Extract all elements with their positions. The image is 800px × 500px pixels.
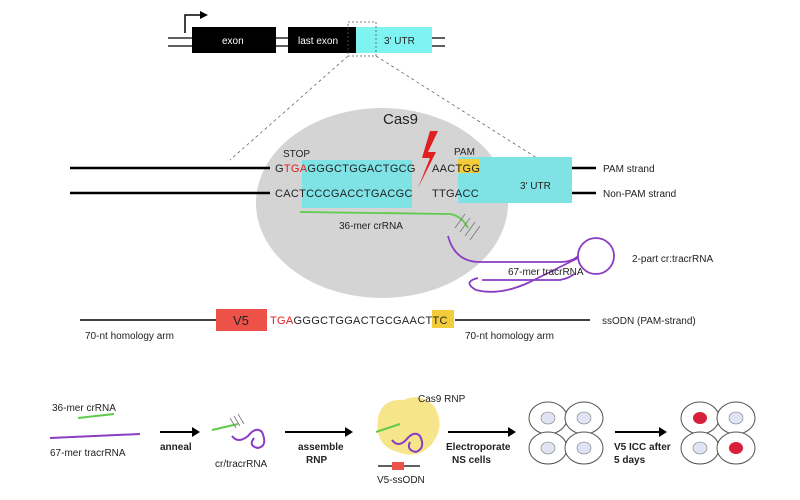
wf-annealed-crrna — [211, 423, 239, 431]
ssodn-seq: TGAGGGCTGGACTGCGAACTTC — [270, 315, 448, 327]
wf-tracr-label: 67-mer tracrRNA — [50, 448, 126, 459]
wf-cr-tracr-label: cr/tracrRNA — [215, 459, 268, 470]
wf-cells-before — [528, 401, 604, 465]
wf-crrna-label: 36-mer crRNA — [52, 403, 116, 414]
exon-label: exon — [222, 36, 244, 47]
wf-rnp-label: Cas9 RNP — [418, 394, 466, 405]
ssodn-ttc-highlight — [432, 310, 454, 328]
tracrrna-tail — [468, 257, 579, 293]
ssodn-ttc: TTC — [425, 315, 447, 327]
ssodn-stop-codon: TGA — [270, 315, 294, 327]
wf-tracr-line — [49, 433, 141, 439]
wf-assemble-2: RNP — [306, 455, 327, 466]
cas9-label: Cas9 — [383, 111, 418, 128]
wf-assemble-1: assemble — [298, 442, 344, 453]
tracrrna-hairpin-1 — [577, 237, 615, 275]
wf-anneal-label: anneal — [160, 442, 192, 453]
ssodn-label: ssODN (PAM-strand) — [602, 316, 696, 327]
utr-box — [356, 27, 432, 53]
gene-schematic: exon last exon 3' UTR — [168, 11, 445, 57]
protospacer-box — [302, 160, 412, 208]
seq-g: G — [275, 163, 284, 175]
promoter-arrow — [184, 14, 202, 33]
crrna-label: 36-mer crRNA — [339, 221, 403, 232]
wf-crrna-line — [77, 413, 115, 419]
seq-stop-codon: TGA — [284, 163, 308, 175]
wf-rnp-crrna — [375, 423, 401, 433]
right-homology-arm-label: 70-nt homology arm — [465, 331, 554, 342]
crrna-strand — [299, 211, 469, 229]
wf-arrowhead-1 — [192, 427, 200, 437]
pam-strand-seq-left: GTGAGGGCTGGACTGCG — [275, 163, 416, 175]
left-homology-arm-label: 70-nt homology arm — [85, 331, 174, 342]
wf-annealed-tracr — [231, 428, 266, 450]
exon-box — [192, 27, 276, 53]
wf-ssodn-v5 — [392, 462, 404, 470]
pam-label: PAM — [454, 147, 475, 158]
tracrrna-hairpin-2 — [482, 273, 575, 281]
wf-ssodn-label: V5-ssODN — [377, 475, 425, 486]
pam-strand-label: PAM strand — [603, 164, 655, 175]
cut-site-bolt-icon — [418, 131, 438, 188]
seq-pam: TGG — [456, 163, 481, 175]
nonpam-strand-label: Non-PAM strand — [603, 189, 676, 200]
wf-electro-1: Electroporate — [446, 442, 511, 453]
wf-icc-1: V5 ICC after — [614, 442, 671, 453]
two-part-rna-label: 2-part cr:tracrRNA — [632, 254, 713, 265]
tracrrna-label: 67-mer tracrRNA — [508, 267, 584, 278]
wf-arrowhead-4 — [659, 427, 667, 437]
seq-aac: AAC — [432, 163, 456, 175]
pam-strand-seq-right: AACTGG — [432, 163, 480, 175]
nonpam-strand-seq-left: CACTCCCGACCTGACGC — [275, 188, 413, 200]
ssodn-mid-seq: GGGCTGGACTGCGAAC — [294, 315, 426, 327]
wf-electro-2: NS cells — [452, 455, 491, 466]
pam-highlight — [458, 159, 480, 173]
wf-icc-2: 5 days — [614, 455, 646, 466]
zoom-box — [347, 21, 377, 57]
target-utr-label: 3' UTR — [520, 181, 551, 192]
tracrrna-strand — [447, 235, 579, 263]
stop-label: STOP — [283, 149, 310, 160]
seq-protospacer: GGGCTGGACTGCG — [307, 163, 415, 175]
v5-label: V5 — [233, 313, 249, 328]
last-exon-box — [288, 27, 356, 53]
wf-cells-after — [680, 401, 756, 465]
zoom-line-right — [375, 55, 541, 161]
last-exon-label: last exon — [298, 36, 338, 47]
v5-tag-box — [216, 309, 267, 331]
wf-arrowhead-2 — [345, 427, 353, 437]
promoter-arrowhead — [200, 11, 208, 19]
wf-arrowhead-3 — [508, 427, 516, 437]
utr-label: 3' UTR — [384, 36, 415, 47]
workflow: 36-mer crRNA 67-mer tracrRNA anneal cr/t… — [49, 394, 756, 486]
nonpam-strand-seq-right: TTGACC — [432, 188, 479, 200]
wf-rnp-tracr — [391, 432, 424, 454]
zoom-line-left — [229, 55, 349, 161]
wf-hatch — [229, 413, 245, 429]
basepair-hatch — [454, 213, 481, 241]
